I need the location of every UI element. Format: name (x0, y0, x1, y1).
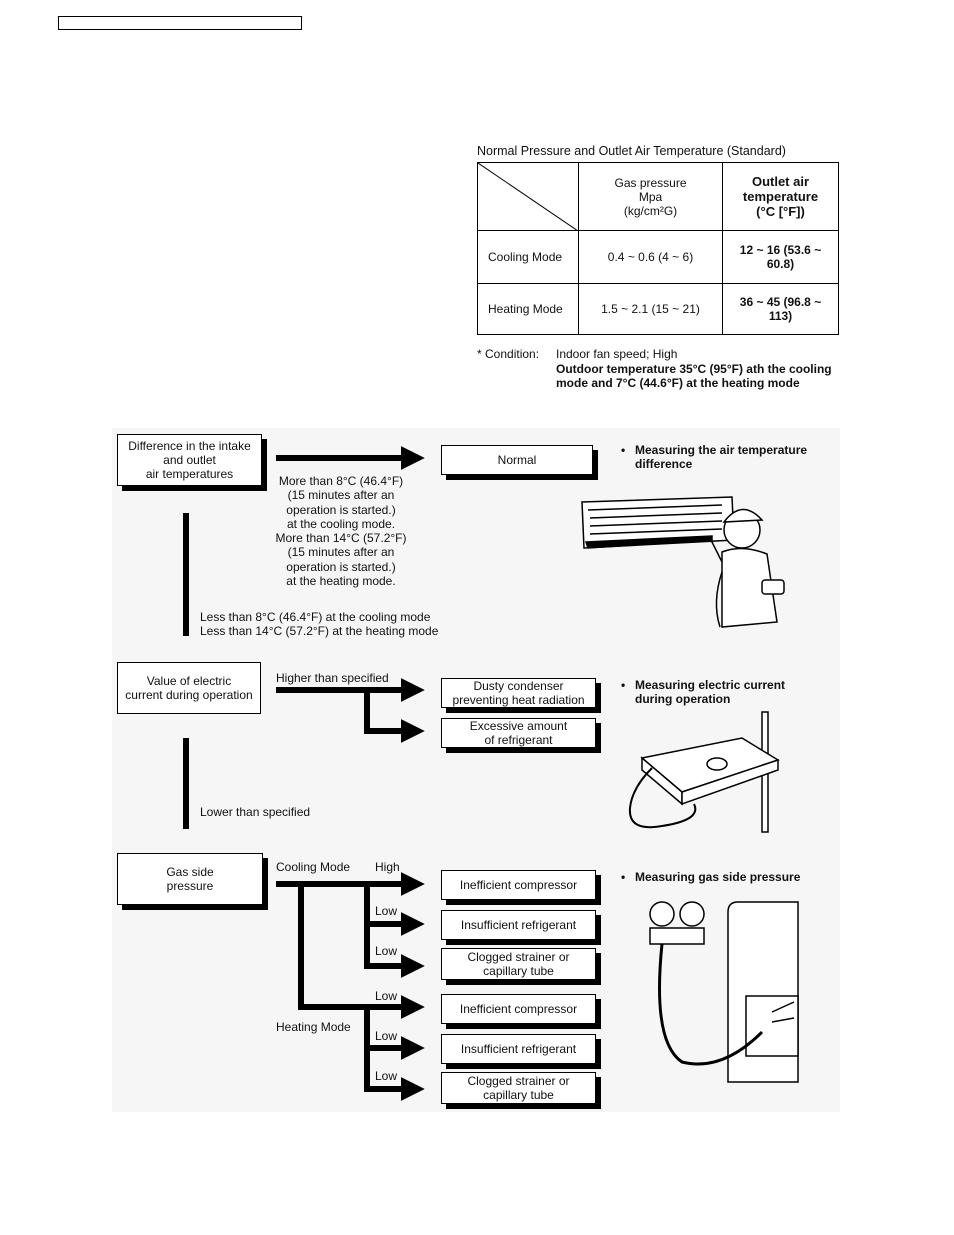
table-row: Cooling Mode 0.4 ~ 0.6 (4 ~ 6) 12 ~ 16 (… (477, 230, 839, 284)
technician-measuring-icon (581, 496, 785, 628)
bullet-gas-pressure: •Measuring gas side pressure (621, 870, 801, 884)
table-title: Normal Pressure and Outlet Air Temperatu… (477, 144, 786, 158)
condition-label: * Condition: (477, 347, 540, 361)
more-than-condition: More than 8°C (46.4°F)(15 minutes after … (275, 474, 407, 589)
result-box: Insufficient refrigerant (441, 910, 596, 940)
diagonal-line (478, 163, 578, 231)
low-label: Low (375, 1029, 398, 1043)
row-mode: Heating Mode (477, 283, 579, 335)
condition-text: Indoor fan speed; High Outdoor temperatu… (556, 347, 832, 390)
higher-than-specified-label: Higher than specified (276, 671, 389, 685)
normal-result-box: Normal (441, 445, 593, 475)
corner-cell (477, 162, 579, 231)
result-box: Inefficient compressor (441, 870, 596, 900)
heating-mode-label: Heating Mode (276, 1020, 351, 1034)
row-mode: Cooling Mode (477, 230, 579, 284)
low-label: Low (375, 904, 398, 918)
cooling-mode-label: Cooling Mode (276, 860, 351, 874)
low-label: Low (375, 944, 398, 958)
result-box: Insufficient refrigerant (441, 1034, 596, 1064)
row-outlet: 36 ~ 45 (96.8 ~ 113) (722, 283, 839, 335)
low-label: Low (375, 989, 398, 1003)
less-than-condition: Less than 8°C (46.4°F) at the cooling mo… (200, 610, 439, 639)
lower-than-specified-label: Lower than specified (200, 805, 311, 819)
row-outlet: 12 ~ 16 (53.6 ~ 60.8) (722, 230, 839, 284)
result-box: Inefficient compressor (441, 994, 596, 1024)
high-label: High (375, 860, 400, 874)
gauge-manifold-icon (649, 901, 799, 1083)
clamp-meter-icon (628, 711, 780, 833)
header-box (58, 16, 302, 30)
row-gas: 1.5 ~ 2.1 (15 ~ 21) (578, 283, 723, 335)
table-row: Heating Mode 1.5 ~ 2.1 (15 ~ 21) 36 ~ 45… (477, 283, 839, 335)
low-label: Low (375, 1069, 398, 1083)
row-gas: 0.4 ~ 0.6 (4 ~ 6) (578, 230, 723, 284)
